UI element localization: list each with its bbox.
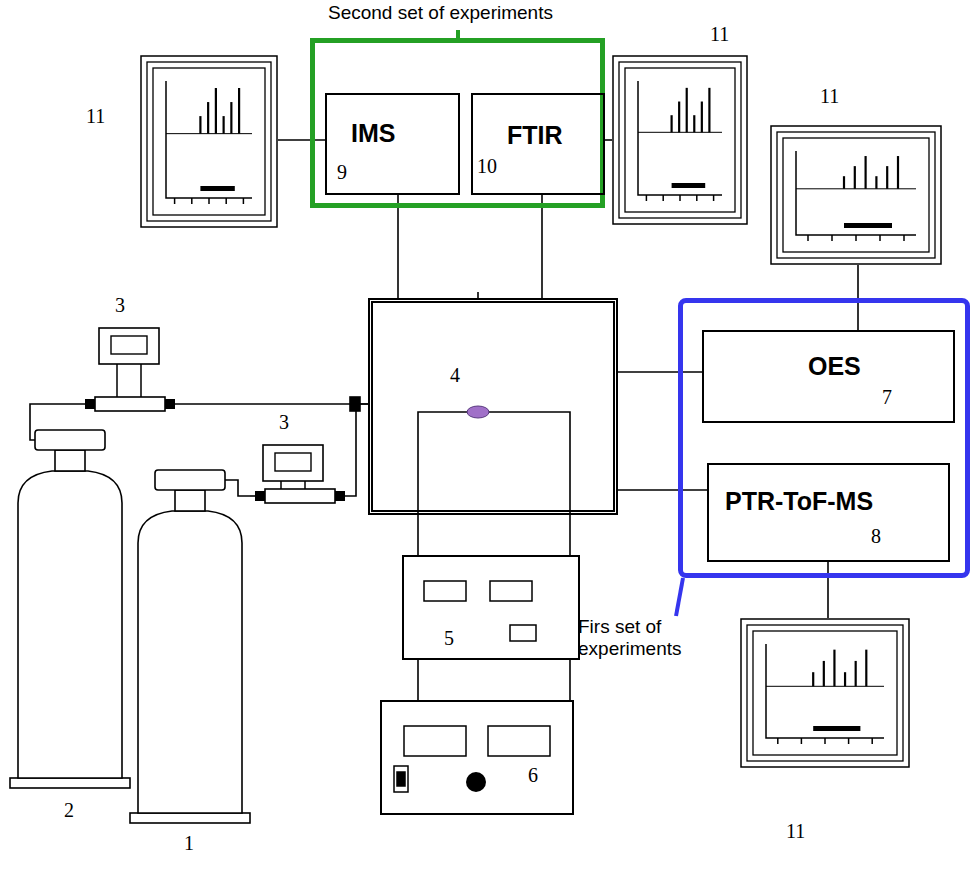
monitor-shape xyxy=(770,125,942,265)
group-box: Second set of experimentsIMS9FTIR10 xyxy=(310,38,605,208)
connector-line xyxy=(175,403,368,405)
group-pointer xyxy=(456,30,460,38)
power-controller: 5 xyxy=(402,555,580,660)
power-supply-shape xyxy=(380,700,574,815)
instrument-name: FTIR xyxy=(507,121,563,150)
instrument-box: FTIR 10 xyxy=(471,93,605,195)
connector-line xyxy=(605,139,612,141)
callout-number: 11 xyxy=(710,23,729,46)
callout-number: 11 xyxy=(786,820,805,843)
mass-flow-controller: 3 xyxy=(85,326,175,414)
plasma-chamber: 4 xyxy=(368,298,618,515)
gas-cylinder: 1 xyxy=(130,465,250,825)
instrument-box: OES 7 xyxy=(702,330,955,423)
gas-cylinder: 2 xyxy=(10,425,130,790)
group-pointer xyxy=(676,578,683,616)
monitor-shape xyxy=(740,618,910,768)
power-controller-shape xyxy=(402,555,580,660)
callout-number: 2 xyxy=(64,799,74,822)
connector-line xyxy=(345,404,368,496)
mass-flow-controller-shape xyxy=(255,443,345,505)
monitor-shape xyxy=(140,55,278,228)
mass-flow-controller-shape xyxy=(85,326,175,414)
callout-number: 11 xyxy=(820,85,839,108)
monitor: 11 xyxy=(612,55,748,225)
callout-number: 11 xyxy=(86,105,105,128)
group-heading: Second set of experiments xyxy=(328,2,553,24)
monitor-shape xyxy=(612,55,748,225)
group-box: Firs set of experimentsOES7PTR-ToF-MS8 xyxy=(678,298,970,578)
instrument-box: PTR-ToF-MS 8 xyxy=(707,463,950,562)
connector-line xyxy=(618,371,702,373)
callout-number: 4 xyxy=(450,364,460,387)
callout-number: 10 xyxy=(477,155,497,178)
instrument-name: PTR-ToF-MS xyxy=(725,487,873,516)
group-heading: Firs set of experiments xyxy=(578,616,713,660)
callout-number: 3 xyxy=(279,411,289,434)
power-supply: 6 xyxy=(380,700,574,815)
callout-number: 9 xyxy=(337,161,347,184)
monitor: 11 xyxy=(140,55,278,228)
power-wire xyxy=(569,660,571,700)
instrument-box: IMS9 xyxy=(325,93,460,195)
connector-line xyxy=(417,660,419,700)
callout-number: 6 xyxy=(528,764,538,787)
callout-number: 5 xyxy=(444,627,454,650)
callout-number: 3 xyxy=(115,294,125,317)
connector-line xyxy=(250,495,255,497)
instrument-name: IMS xyxy=(351,119,395,148)
mass-flow-controller: 3 xyxy=(255,443,345,505)
connector-line xyxy=(417,515,419,555)
connector-line xyxy=(278,139,325,141)
instrument-name: OES xyxy=(808,352,861,381)
monitor: 11 xyxy=(770,125,942,265)
connector-line xyxy=(618,489,707,491)
gas-cylinder-shape xyxy=(130,465,250,825)
connector-line xyxy=(30,404,85,425)
connector-line xyxy=(397,195,399,298)
heater-wire xyxy=(418,412,570,555)
callout-number: 7 xyxy=(882,386,892,409)
callout-number: 8 xyxy=(871,525,881,548)
connector-line xyxy=(827,562,829,618)
monitor: 11 xyxy=(740,618,910,768)
gas-cylinder-shape xyxy=(10,425,130,790)
callout-number: 1 xyxy=(184,832,194,855)
sample-holder xyxy=(467,406,489,418)
connector-line xyxy=(541,195,543,298)
